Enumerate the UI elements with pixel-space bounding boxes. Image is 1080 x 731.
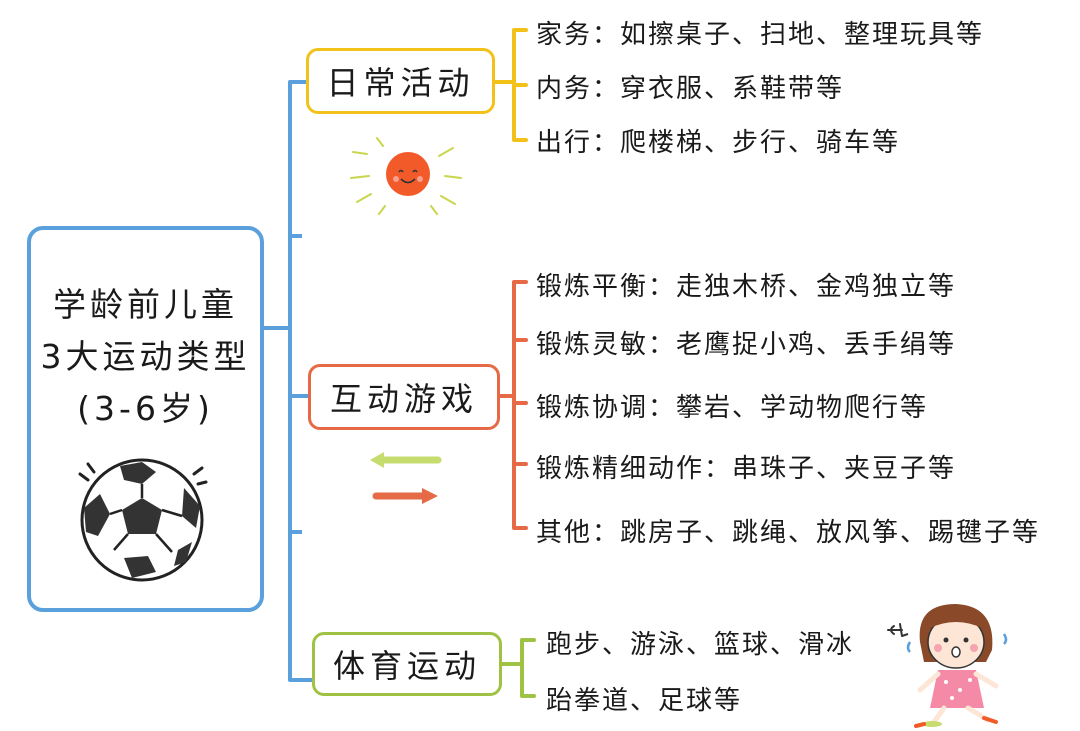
bracket-sport xyxy=(500,638,536,698)
root-title-line-3: (3-6岁) xyxy=(77,389,214,428)
swap-arrows-icon xyxy=(370,452,442,504)
sun-icon xyxy=(350,137,462,215)
category-sports: 体育运动 xyxy=(312,632,502,696)
root-title-line-1: 学龄前儿童 xyxy=(53,285,238,324)
category-games-label: 互动游戏 xyxy=(329,380,478,418)
game-item-3: 锻炼协调：攀岩、学动物爬行等 xyxy=(536,393,929,423)
game-item-1: 锻炼平衡：走独木桥、金鸡独立等 xyxy=(536,272,957,302)
sport-item-2: 跆拳道、足球等 xyxy=(546,686,743,716)
sport-item-1: 跑步、游泳、篮球、滑冰 xyxy=(546,630,855,660)
category-interactive-games: 互动游戏 xyxy=(308,364,500,430)
game-item-5: 其他：跳房子、跳绳、放风筝、踢毽子等 xyxy=(536,518,1041,548)
game-item-2: 锻炼灵敏：老鹰捉小鸡、丢手绢等 xyxy=(536,330,957,360)
category-daily-activities: 日常活动 xyxy=(306,48,495,114)
bracket-daily xyxy=(493,28,528,142)
bracket-game xyxy=(498,280,528,530)
soccer-ball-icon xyxy=(78,458,208,582)
daily-item-1: 家务：如擦桌子、扫地、整理玩具等 xyxy=(536,20,985,50)
running-girl-icon xyxy=(887,604,1008,728)
category-sports-label: 体育运动 xyxy=(332,647,481,685)
root-node: 学龄前儿童 3大运动类型 (3-6岁) xyxy=(27,226,264,612)
game-item-4: 锻炼精细动作：串珠子、夹豆子等 xyxy=(536,454,957,484)
daily-item-2: 内务：穿衣服、系鞋带等 xyxy=(536,74,845,104)
category-daily-label: 日常活动 xyxy=(326,64,475,102)
root-title-line-2: 3大运动类型 xyxy=(40,337,251,376)
daily-item-3: 出行：爬楼梯、步行、骑车等 xyxy=(536,128,901,158)
